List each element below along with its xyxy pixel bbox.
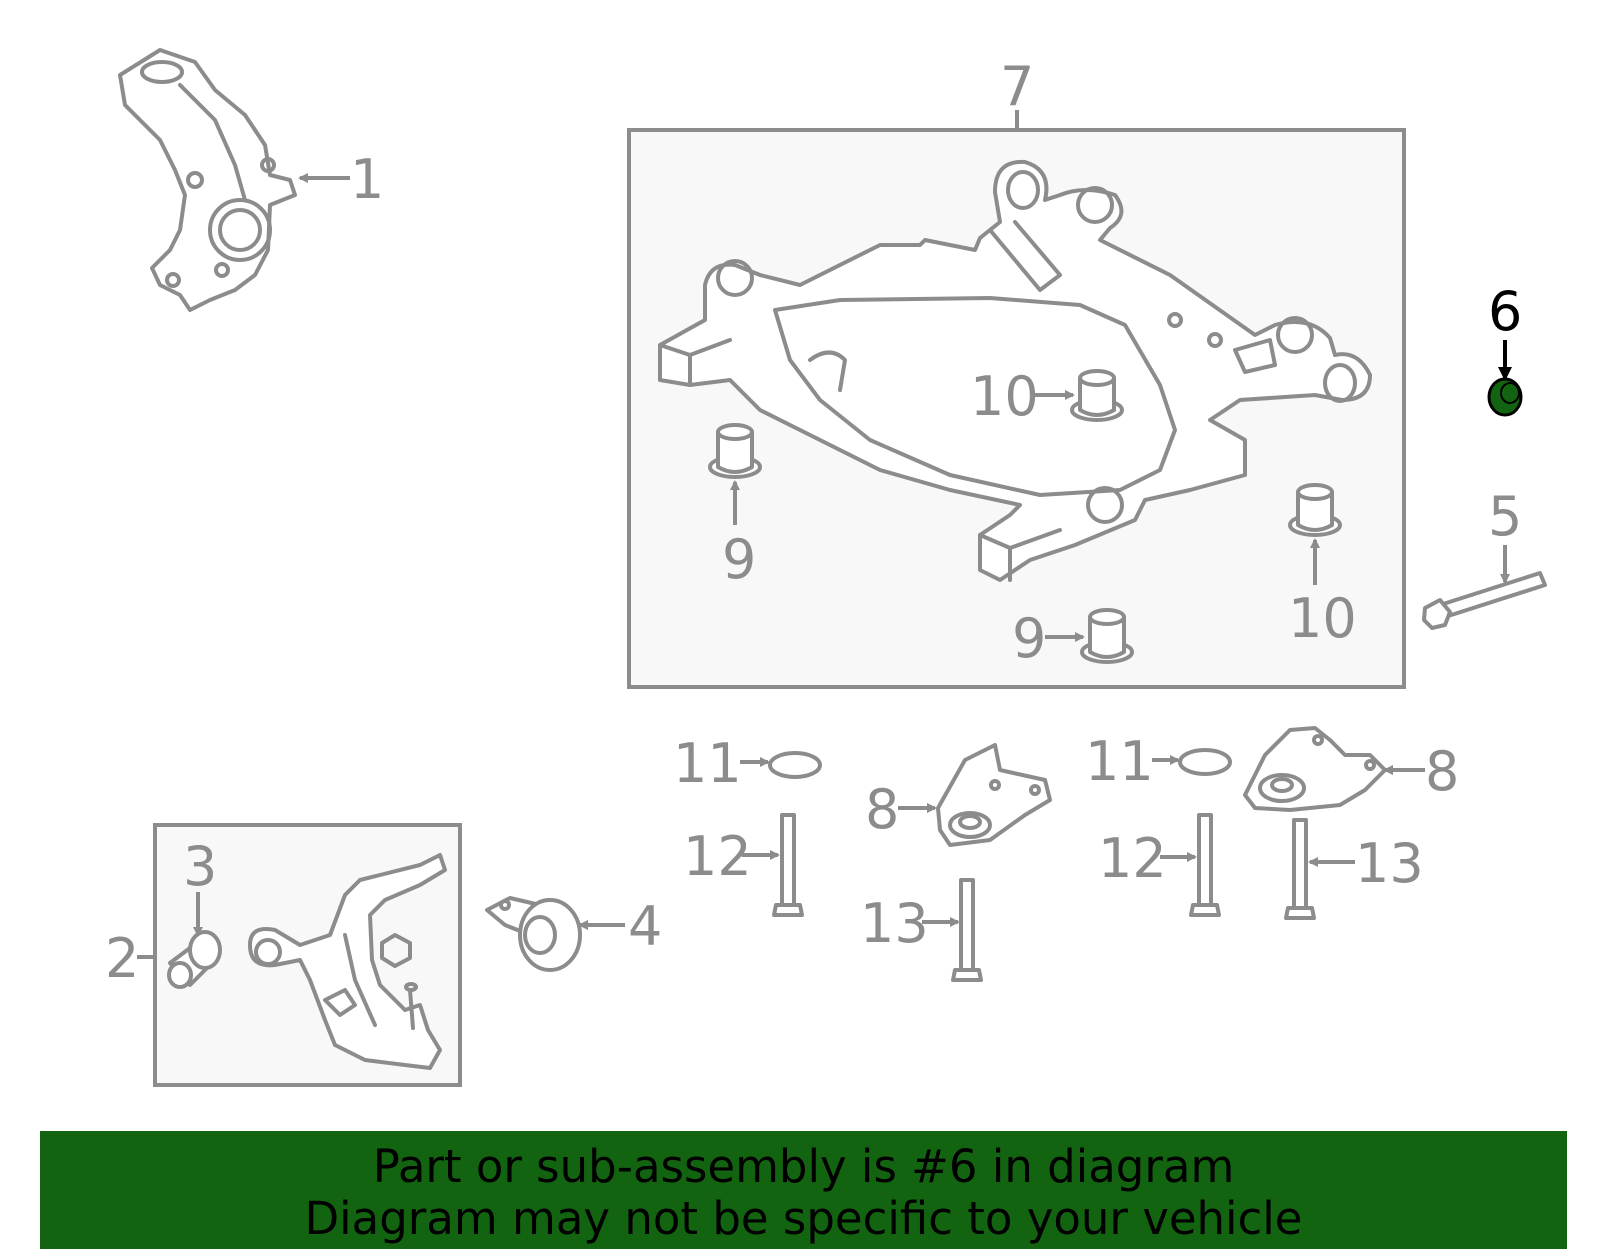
callout-10-upper: 10 (970, 365, 1039, 428)
callout-10-right: 10 (1288, 587, 1357, 650)
subframe-mount-bushing-10-right-part (1288, 483, 1342, 537)
banner-line-2: Diagram may not be specific to your vehi… (304, 1192, 1303, 1245)
washer-11-left-part (768, 751, 822, 779)
subframe-mount-bushing-9-bottom-part (1080, 608, 1134, 664)
callout-4: 4 (628, 895, 662, 958)
bolt-12-left-part (772, 813, 804, 917)
front-subframe-part (658, 159, 1372, 582)
callout-7: 7 (1000, 55, 1034, 118)
callout-8-right: 8 (1425, 740, 1459, 803)
callout-5: 5 (1488, 485, 1522, 548)
notice-banner: Part or sub-assembly is #6 in diagram Di… (40, 1131, 1567, 1249)
mount-bracket-8-left-part (936, 743, 1052, 847)
lower-control-arm-part (248, 853, 447, 1070)
bolt-5-part (1422, 571, 1547, 630)
banner-line-1: Part or sub-assembly is #6 in diagram (372, 1140, 1235, 1193)
callout-9-bottom: 9 (1012, 607, 1046, 670)
callout-8-left: 8 (865, 778, 899, 841)
control-arm-bushing-4-part (485, 896, 582, 972)
steering-knuckle-part (118, 48, 297, 312)
bolt-12-right-part (1189, 813, 1221, 917)
callout-12-left: 12 (683, 825, 752, 888)
highlighted-bushing-6-part (1487, 377, 1523, 417)
subframe-mount-bushing-9-left-part (708, 423, 762, 479)
bolt-13-left-part (951, 878, 983, 982)
washer-11-right-part (1178, 748, 1232, 776)
bolt-13-right-part (1284, 818, 1316, 920)
callout-11-left: 11 (673, 732, 742, 795)
callout-13-right: 13 (1355, 832, 1424, 895)
control-arm-bushing-3-part (167, 930, 222, 989)
mount-bracket-8-right-part (1243, 726, 1387, 812)
callout-1: 1 (350, 148, 384, 211)
callout-2: 2 (105, 927, 139, 990)
callout-12-right: 12 (1098, 827, 1167, 890)
callout-9-left: 9 (722, 528, 756, 591)
callout-6: 6 (1488, 280, 1522, 343)
subframe-mount-bushing-10-upper-part (1070, 369, 1124, 422)
callout-3: 3 (183, 835, 217, 898)
callout-13-left: 13 (860, 892, 929, 955)
callout-11-right: 11 (1085, 730, 1154, 793)
